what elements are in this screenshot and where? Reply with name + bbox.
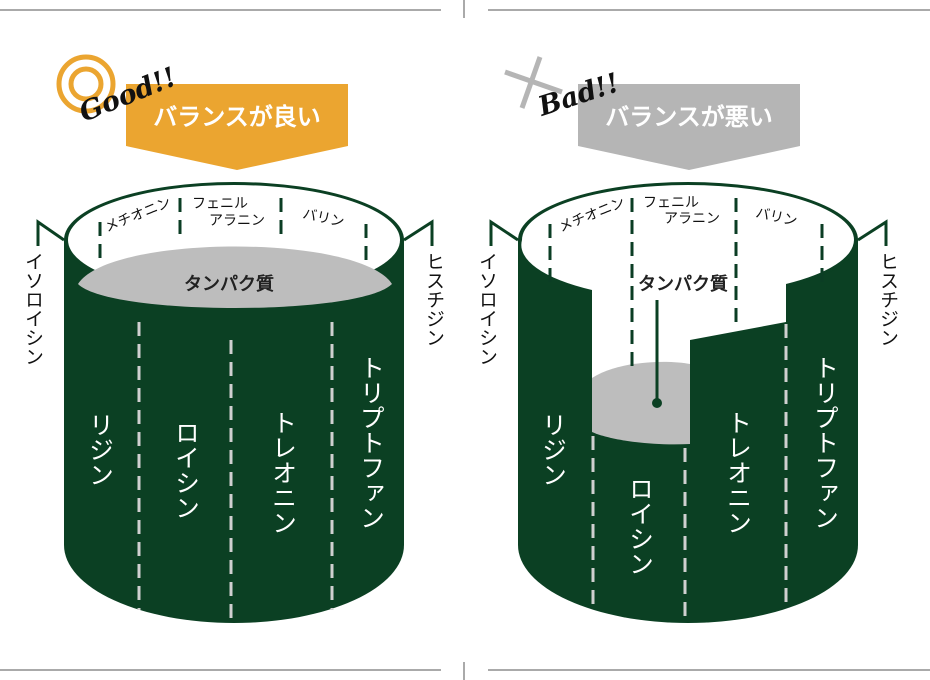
bad-stave-tryptophan: トリプトファン bbox=[811, 355, 840, 530]
good-barrel-body bbox=[64, 240, 404, 623]
bad-panel: バランスが悪い Bad!! タンパク質 メチオニン フェニル アラニン バリン … bbox=[476, 56, 899, 623]
bad-protein-label: タンパク質 bbox=[638, 273, 728, 295]
bad-stave-threonine: トレオニン bbox=[724, 410, 753, 535]
good-side-isoleucine: イソロイシン bbox=[22, 252, 44, 366]
good-stave-tryptophan: トリプトファン bbox=[357, 355, 386, 530]
bad-protein-dot bbox=[652, 398, 662, 408]
good-right-leader bbox=[403, 219, 434, 246]
bad-protein-liquid bbox=[592, 361, 690, 445]
bad-stave-lysine: リジン bbox=[539, 412, 568, 487]
good-protein-label: タンパク質 bbox=[184, 273, 274, 295]
good-stave-lysine: リジン bbox=[86, 412, 115, 487]
good-rim-alanine: アラニン bbox=[209, 213, 265, 229]
good-left-leader bbox=[36, 219, 65, 246]
bad-side-isoleucine: イソロイシン bbox=[476, 252, 498, 366]
bad-title: バランスが悪い bbox=[605, 103, 773, 131]
good-rim-phenyl: フェニル bbox=[192, 196, 248, 212]
good-side-histidine: ヒスチジン bbox=[423, 252, 445, 347]
bad-rim-phenyl: フェニル bbox=[643, 195, 699, 211]
good-stave-leucine: ロイシン bbox=[172, 420, 201, 520]
bad-left-leader bbox=[489, 219, 519, 246]
good-stave-threonine: トレオニン bbox=[269, 410, 298, 535]
cross-icon bbox=[504, 56, 563, 109]
bad-side-histidine: ヒスチジン bbox=[877, 252, 899, 347]
good-protein-liquid bbox=[78, 246, 392, 308]
good-banner bbox=[126, 84, 348, 170]
bad-stave-leucine: ロイシン bbox=[626, 476, 655, 576]
double-circle-icon bbox=[56, 54, 116, 114]
bad-rim-alanine: アラニン bbox=[664, 211, 720, 227]
bad-banner bbox=[578, 84, 800, 170]
good-title: バランスが良い bbox=[153, 103, 321, 131]
bad-right-leader bbox=[857, 219, 888, 246]
good-panel: バランスが良い Good!! タンパク質 メチオニン フェニル アラニン バリン… bbox=[22, 54, 445, 623]
